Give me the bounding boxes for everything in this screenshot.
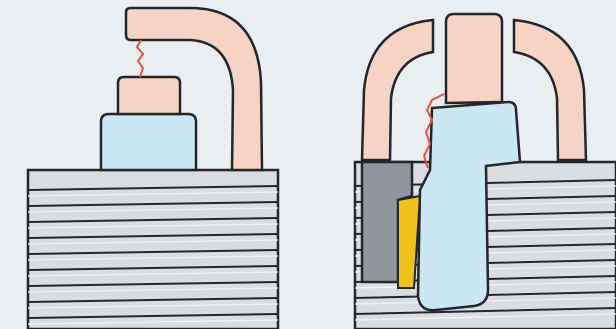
- left-insulator-tip: [101, 114, 196, 170]
- spark-plug-right: [355, 14, 616, 329]
- right-center-electrode: [446, 14, 502, 103]
- left-center-electrode: [118, 77, 180, 114]
- left-threaded-shell: [28, 170, 278, 329]
